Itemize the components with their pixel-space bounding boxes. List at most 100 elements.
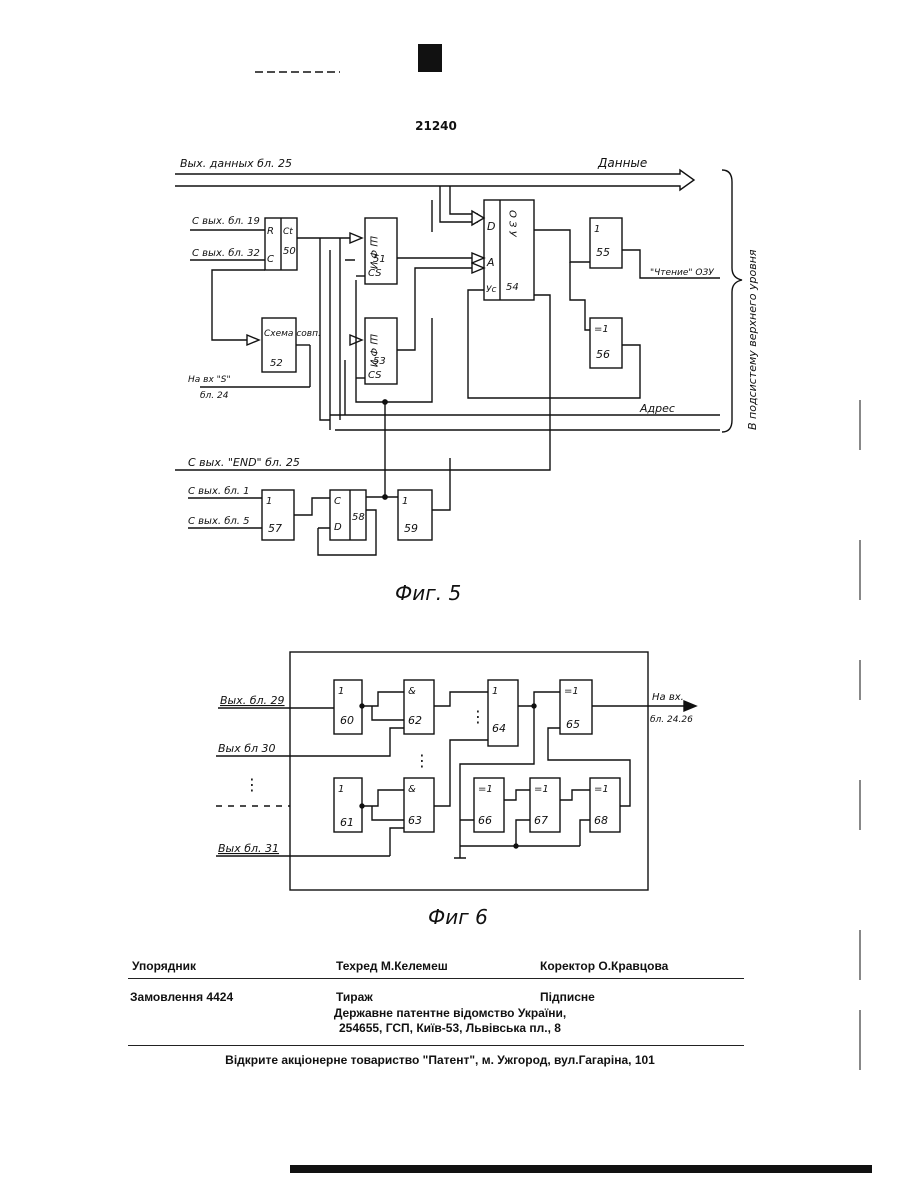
- label-right-side: В подсистему верхнего уровня: [746, 249, 759, 430]
- block-59: 1 59: [398, 490, 432, 540]
- svg-text:CS: CS: [368, 370, 382, 381]
- label-in-31: Вых бл. 31: [218, 842, 279, 855]
- label-data: Данные: [597, 156, 647, 170]
- svg-text:59: 59: [404, 522, 418, 535]
- label-in-30: Вых бл 30: [218, 742, 276, 755]
- block-66: =1 66: [474, 778, 504, 832]
- fig6-caption: Фиг 6: [428, 905, 488, 929]
- svg-text:68: 68: [594, 814, 608, 827]
- svg-text:57: 57: [268, 522, 282, 535]
- svg-text:66: 66: [478, 814, 492, 827]
- label-address: Адрес: [639, 402, 675, 415]
- wire-53-54: [397, 268, 478, 350]
- patent-number: 21240: [415, 119, 457, 133]
- svg-text:D: D: [334, 522, 342, 533]
- wire-50-52: [212, 270, 265, 340]
- svg-text:Схема совп.: Схема совп.: [264, 329, 321, 339]
- footer-office-line2: 254655, ГСП, Київ-53, Львівська пл., 8: [240, 1021, 660, 1035]
- top-black-square: [418, 44, 442, 72]
- figure-6: Вых. бл. 29 Вых бл 30 ⋮ Вых бл. 31 1 60 …: [216, 652, 696, 929]
- footer-company: Відкрите акціонерне товариство "Патент",…: [150, 1053, 730, 1067]
- svg-text:60: 60: [340, 714, 354, 727]
- label-to-s-24: На вх "S": [188, 375, 231, 385]
- label-to-s-24b: бл. 24: [200, 391, 229, 401]
- block-61: 1 61: [334, 778, 362, 832]
- label-in-32: С вых. бл. 32: [192, 247, 260, 259]
- svg-text:Ус: Ус: [486, 285, 496, 295]
- block-56: =1 56: [590, 318, 622, 368]
- label-data-out-25: Вых. данных бл. 25: [180, 157, 292, 170]
- footer-corrector: Коректор О.Кравцова: [540, 959, 668, 973]
- wire-54-55: [534, 230, 590, 262]
- block-51: Ш Ф И 51 CS: [365, 218, 397, 284]
- svg-text:1: 1: [266, 496, 272, 507]
- footer-office-line1: Державне патентне відомство України,: [240, 1006, 660, 1020]
- footer-subscription: Підписне: [540, 990, 595, 1004]
- left-dots: ⋮: [244, 775, 260, 794]
- block-52: Схема совп. 52: [262, 318, 321, 372]
- footer-compiler: Упорядник: [132, 959, 196, 973]
- svg-text:1: 1: [492, 686, 498, 697]
- block-54: D A Ус О З У 54: [484, 200, 534, 300]
- label-end-25: С вых. "END" бл. 25: [188, 456, 300, 469]
- footer-rule-2: [128, 1045, 744, 1046]
- svg-text:О З У: О З У: [507, 210, 518, 238]
- block-55: 1 55: [590, 218, 622, 268]
- svg-text:D: D: [487, 220, 495, 233]
- svg-text:67: 67: [534, 814, 548, 827]
- svg-text:62: 62: [408, 714, 422, 727]
- fig5-caption: Фиг. 5: [395, 581, 461, 605]
- svg-text:=1: =1: [564, 686, 579, 697]
- svg-text:55: 55: [596, 246, 610, 259]
- svg-text:&: &: [408, 784, 416, 795]
- svg-text:&: &: [408, 686, 416, 697]
- svg-text:Ct: Ct: [283, 227, 293, 237]
- block-53: Ш Ф И 53 CS: [365, 318, 397, 384]
- svg-text:63: 63: [408, 814, 422, 827]
- footer-circulation: Тираж: [336, 990, 373, 1004]
- svg-text:64: 64: [492, 722, 506, 735]
- svg-text:=1: =1: [594, 784, 609, 795]
- footer-order: Замовлення 4424: [130, 990, 233, 1004]
- block-65: =1 65: [560, 680, 592, 734]
- data-bus-arrow: [175, 170, 694, 190]
- label-in-1: С вых. бл. 1: [188, 485, 250, 497]
- block-67: =1 67: [530, 778, 560, 832]
- block-58: C D 58: [330, 490, 366, 540]
- svg-text:50: 50: [283, 246, 296, 257]
- svg-text:56: 56: [596, 348, 610, 361]
- label-in-5: С вых. бл. 5: [188, 515, 250, 527]
- bottom-bar: [290, 1165, 872, 1173]
- svg-text:R: R: [267, 226, 274, 237]
- footer-rule-1: [128, 978, 744, 979]
- svg-text:1: 1: [338, 686, 344, 697]
- block-68: =1 68: [590, 778, 620, 832]
- svg-text:A: A: [486, 256, 495, 269]
- figure-5: Вых. данных бл. 25 Данные R C Ct 50 С вы…: [175, 156, 759, 605]
- label-out: На вх.: [652, 692, 684, 703]
- svg-text:51: 51: [373, 254, 386, 265]
- svg-text:=1: =1: [478, 784, 493, 795]
- block-60: 1 60: [334, 680, 362, 734]
- mid-dots-1: ⋮: [470, 707, 486, 726]
- arrow-d-54: [472, 211, 484, 225]
- label-out2: бл. 24.26: [650, 715, 693, 725]
- footer-techred: Техред М.Келемеш: [336, 959, 448, 973]
- svg-text:1: 1: [338, 784, 344, 795]
- svg-text:CS: CS: [368, 268, 382, 279]
- right-brace: [722, 170, 742, 432]
- svg-text:58: 58: [352, 512, 365, 523]
- block-64: 1 64: [488, 680, 518, 746]
- svg-text:52: 52: [270, 358, 283, 369]
- svg-text:65: 65: [566, 718, 580, 731]
- svg-text:1: 1: [594, 224, 600, 235]
- label-in-19: С вых. бл. 19: [192, 215, 260, 227]
- svg-text:1: 1: [402, 496, 408, 507]
- block-63: & 63: [404, 778, 434, 832]
- block-50: R C Ct 50: [265, 218, 297, 270]
- svg-text:C: C: [267, 254, 274, 265]
- mid-dots-2: ⋮: [414, 751, 430, 770]
- block-62: & 62: [404, 680, 434, 734]
- svg-text:=1: =1: [534, 784, 549, 795]
